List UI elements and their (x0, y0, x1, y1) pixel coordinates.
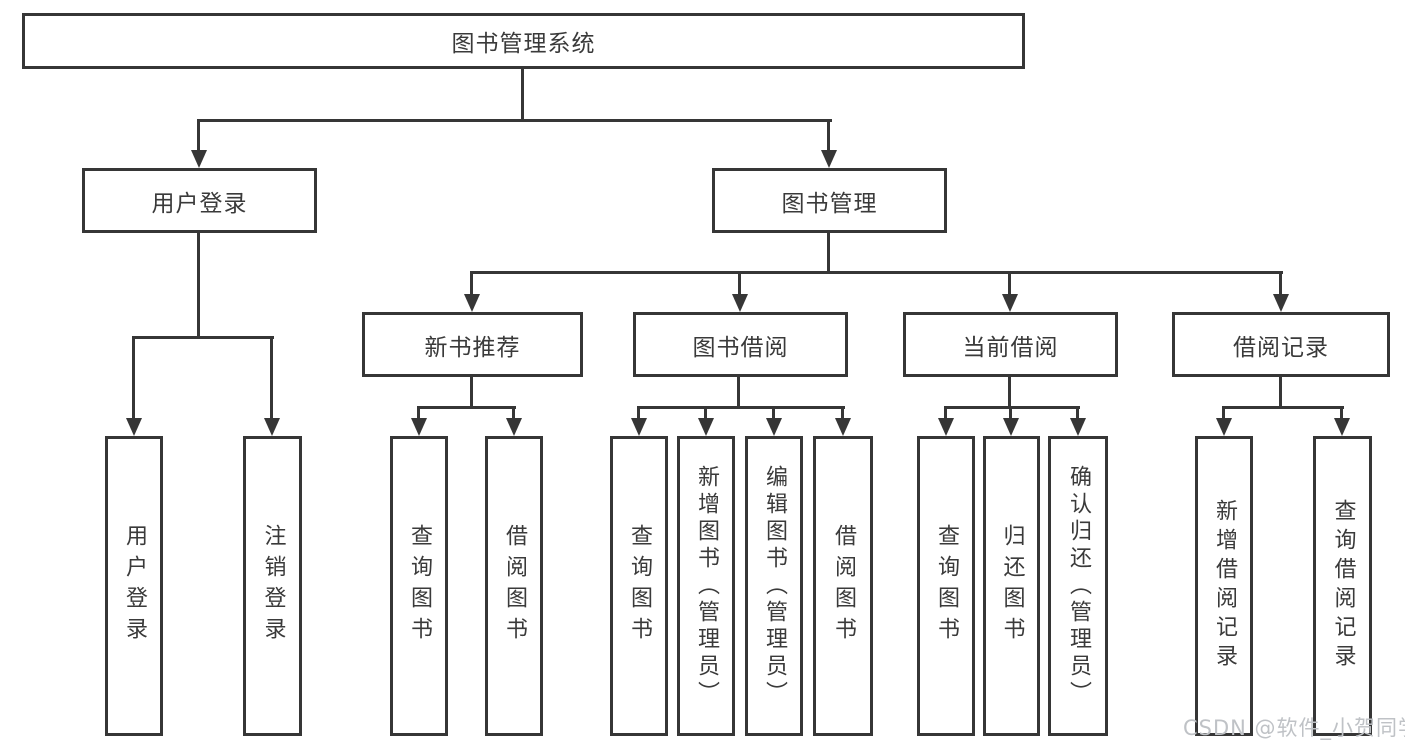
arrow-to-borrow-borrow (835, 406, 851, 436)
leaf-borrow-borrow-book: 借阅图书 (813, 436, 873, 736)
node-borrow-record: 借阅记录 (1172, 312, 1390, 377)
arrow-to-record-add (1216, 406, 1232, 436)
connector-user-login-stem (197, 230, 200, 339)
leaf-current-query-book-label: 查询图书 (934, 524, 959, 648)
connector-current-stem (1008, 374, 1011, 409)
csdn-watermark: CSDN @软件_小贺同学 (1183, 716, 1405, 740)
leaf-record-query: 查询借阅记录 (1313, 436, 1372, 736)
arrow-to-book-borrow (732, 271, 748, 312)
leaf-current-confirm-return-admin: 确认归还（管理员） (1048, 436, 1108, 736)
arrow-to-record-query (1334, 406, 1350, 436)
arrow-to-borrow-query (631, 406, 647, 436)
leaf-borrow-edit-book-admin-label: 编辑图书（管理员） (762, 464, 787, 708)
leaf-record-add: 新增借阅记录 (1195, 436, 1253, 736)
leaf-borrow-query-book: 查询图书 (610, 436, 668, 736)
leaf-borrow-query-book-label: 查询图书 (627, 524, 652, 648)
arrow-to-current-query (938, 406, 954, 436)
connector-level2-branch (197, 119, 832, 122)
arrow-to-user-login (191, 119, 207, 168)
leaf-current-query-book: 查询图书 (917, 436, 975, 736)
arrow-to-borrow-add (698, 406, 714, 436)
connector-book-management-stem (827, 230, 830, 274)
leaf-user-login-label: 用户登录 (122, 524, 147, 648)
connector-record-stem (1279, 374, 1282, 409)
node-root-library-system: 图书管理系统 (22, 13, 1025, 69)
connector-borrow-stem (737, 374, 740, 409)
leaf-current-return-book-label: 归还图书 (999, 524, 1025, 648)
arrow-to-current-confirm (1070, 406, 1086, 436)
leaf-current-confirm-return-admin-label: 确认归还（管理员） (1066, 464, 1091, 708)
leaf-logout: 注销登录 (243, 436, 302, 736)
leaf-recommend-borrow-book-label: 借阅图书 (502, 524, 527, 648)
leaf-borrow-borrow-book-label: 借阅图书 (831, 524, 856, 648)
connector-user-login-branch (132, 336, 274, 339)
leaf-recommend-query-book-label: 查询图书 (407, 524, 432, 648)
leaf-current-return-book: 归还图书 (983, 436, 1040, 736)
connector-recommend-stem (470, 374, 473, 409)
leaf-borrow-add-book-admin-label: 新增图书（管理员） (694, 464, 719, 708)
connector-level3-branch (470, 271, 1283, 274)
leaf-borrow-edit-book-admin: 编辑图书（管理员） (745, 436, 803, 736)
arrow-to-current-borrow (1002, 271, 1018, 312)
arrow-to-leaf-user-login (126, 336, 142, 436)
leaf-borrow-add-book-admin: 新增图书（管理员） (677, 436, 735, 736)
connector-record-branch (1222, 406, 1344, 409)
arrow-to-recommend-query (411, 406, 427, 436)
arrow-to-borrow-edit (766, 406, 782, 436)
arrow-to-book-management (821, 119, 837, 168)
node-book-borrow: 图书借阅 (633, 312, 848, 377)
leaf-record-query-label: 查询借阅记录 (1330, 499, 1356, 673)
connector-current-branch (944, 406, 1080, 409)
node-user-login: 用户登录 (82, 168, 317, 233)
node-book-management: 图书管理 (712, 168, 947, 233)
leaf-recommend-query-book: 查询图书 (390, 436, 448, 736)
arrow-to-leaf-logout (264, 336, 280, 436)
arrow-to-new-book-recommend (464, 271, 480, 312)
connector-recommend-branch (417, 406, 516, 409)
node-current-borrow: 当前借阅 (903, 312, 1118, 377)
arrow-to-current-return (1003, 406, 1019, 436)
leaf-logout-label: 注销登录 (260, 524, 286, 648)
arrow-to-borrow-record (1273, 271, 1289, 312)
connector-borrow-branch (637, 406, 845, 409)
connector-root-stem (521, 66, 524, 122)
leaf-user-login: 用户登录 (105, 436, 163, 736)
leaf-record-add-label: 新增借阅记录 (1212, 499, 1237, 673)
arrow-to-recommend-borrow (506, 406, 522, 436)
leaf-recommend-borrow-book: 借阅图书 (485, 436, 543, 736)
node-new-book-recommend: 新书推荐 (362, 312, 583, 377)
